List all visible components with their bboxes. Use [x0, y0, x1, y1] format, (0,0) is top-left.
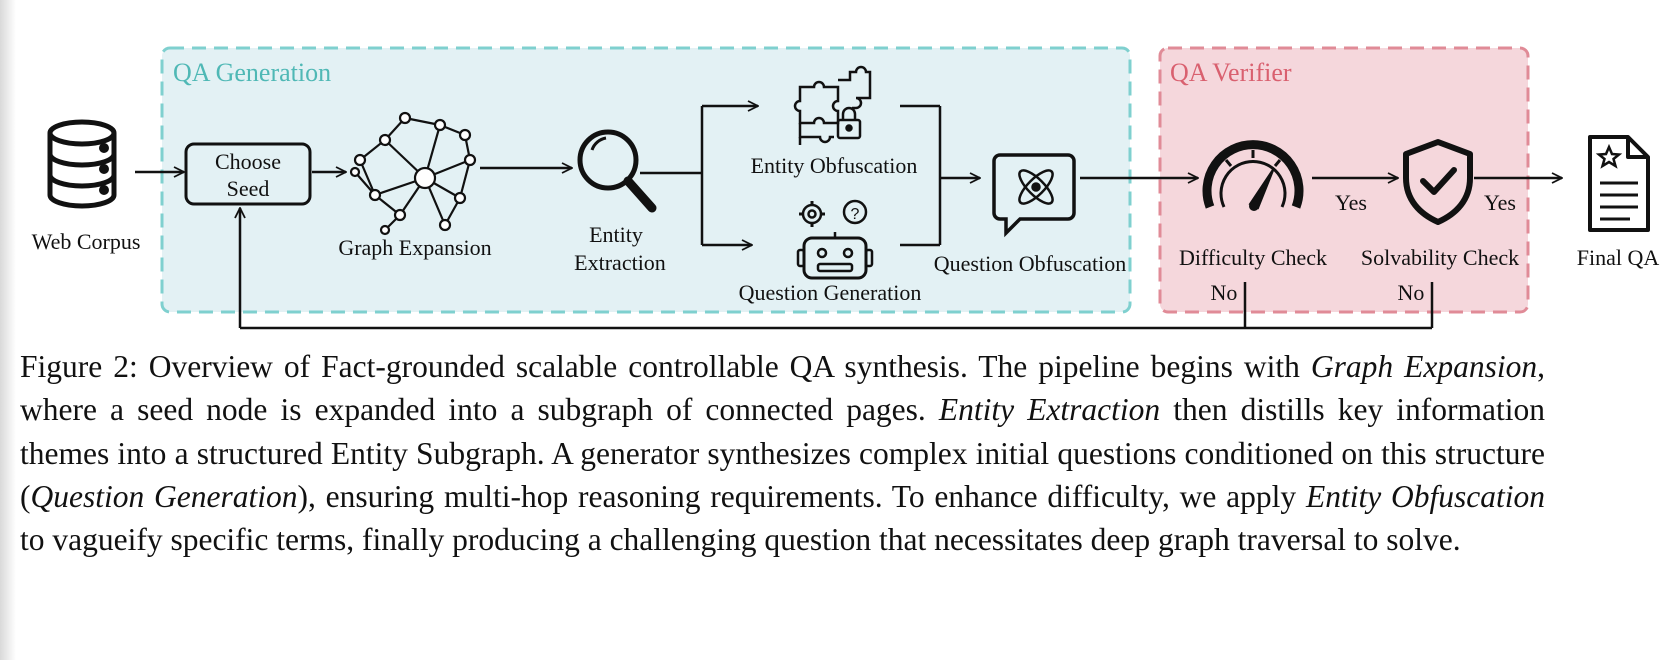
gauge-icon [1202, 140, 1304, 211]
solvability-check-label: Solvability Check [1361, 245, 1519, 270]
feedback-loop-connector [240, 282, 1434, 330]
caption-em-entity-obfuscation: Entity Obfuscation [1305, 478, 1545, 514]
choose-seed-label-line2: Seed [227, 176, 270, 201]
entity-extraction-label-line2: Extraction [574, 250, 666, 275]
solvability-no-label: No [1398, 280, 1425, 305]
entity-extraction-label-line1: Entity [589, 222, 643, 247]
web-corpus-label: Web Corpus [32, 229, 141, 254]
robot-icon: ? [796, 199, 874, 280]
document-star-icon [1588, 135, 1650, 232]
choose-seed-label-line1: Choose [215, 149, 281, 174]
caption-text-2: , where a seed node is expanded into a s… [20, 349, 1545, 428]
final-qa-label: Final QA [1577, 245, 1660, 270]
magnifier-icon [577, 129, 657, 213]
database-icon [47, 119, 117, 209]
question-obfuscation-label: Question Obfuscation [934, 251, 1126, 276]
caption-text-3: then distills key information themes int… [20, 392, 1545, 514]
puzzle-lock-icon [793, 65, 872, 145]
pipeline-diagram: QA Generation QA Verifier Web Corpus Cho… [32, 46, 1660, 330]
difficulty-check-label: Difficulty Check [1179, 245, 1327, 270]
branch-connector [640, 106, 704, 245]
caption-em-entity-extraction: Entity Extraction [938, 392, 1161, 428]
graph-expansion-label: Graph Expansion [338, 235, 491, 260]
caption-text-5: to vagueify specific terms, finally prod… [20, 522, 1461, 558]
difficulty-yes-label: Yes [1335, 190, 1367, 215]
obfuscation-bubble-icon [992, 153, 1076, 238]
page-edge-shadow [0, 0, 16, 660]
question-generation-label: Question Generation [739, 280, 922, 305]
figure-caption: Figure 2: Overview of Fact-grounded scal… [20, 345, 1545, 561]
choose-seed-box [184, 142, 312, 206]
svg-text:?: ? [851, 206, 860, 223]
graph-network-icon [349, 111, 477, 236]
caption-em-graph-expansion: Graph Expansion [1310, 349, 1538, 384]
qa-verifier-group [1158, 46, 1530, 314]
caption-text-1: Figure 2: Overview of Fact-grounded scal… [20, 349, 1311, 384]
shield-check-icon [1403, 139, 1473, 225]
qa-verifier-title: QA Verifier [1170, 58, 1292, 87]
caption-text-4: ), ensuring multi-hop reasoning requirem… [297, 478, 1306, 514]
caption-em-question-generation: Question Generation [30, 478, 298, 514]
qa-generation-title: QA Generation [173, 58, 331, 87]
merge-connector [900, 104, 942, 247]
entity-obfuscation-label: Entity Obfuscation [751, 153, 918, 178]
solvability-yes-label: Yes [1484, 190, 1516, 215]
difficulty-no-label: No [1211, 280, 1238, 305]
